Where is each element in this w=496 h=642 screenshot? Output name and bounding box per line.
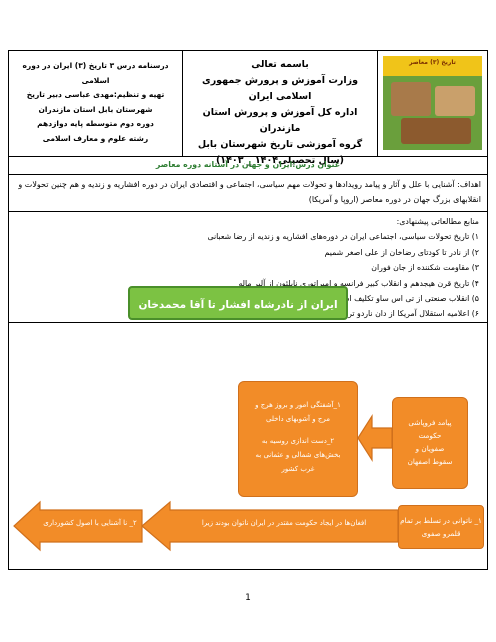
box-line: ۱_آشفتگی امور و بروز هرج و <box>255 401 341 409</box>
box-line: بخش‌های شمالی و عثمانی به <box>255 451 341 459</box>
box-line: پیامد فروپاشی <box>408 418 452 427</box>
header-left-line: رشته علوم و معارف اسلامی <box>42 133 149 143</box>
reference-item: ۴) تاریخ قرن هیجدهم و انقلاب کبیر فرانسه… <box>238 278 479 288</box>
box-line: مرج و آشوبهای داخلی <box>266 415 330 423</box>
reference-item: ۱) تاریخ تحولات سیاسی، اجتماعی ایران در … <box>207 232 480 242</box>
box-line <box>245 426 351 434</box>
header-line: باسمه تعالی <box>251 59 309 70</box>
header-left-line: درسنامه درس ۳ تاریخ (۳) ایران در دوره <box>22 61 169 70</box>
header-left-line: دوره دوم متوسطه پایه دوازدهم <box>37 119 154 128</box>
page-number: 1 <box>245 593 251 603</box>
book-cover-image: تاریخ (۳) معاصر <box>383 56 482 150</box>
box-line: ۲_دست اندازی روسیه به <box>261 437 335 445</box>
arrow-bottom-left <box>13 500 143 552</box>
diagram-right-box: پیامد فروپاشی حکومت صفویان و سقوط اصفهان <box>392 397 468 489</box>
page-frame: تاریخ (۳) معاصر باسمه تعالی وزارت آموزش … <box>8 50 488 570</box>
lesson-title-row: عنوان درس:ایران و جهان در آستانه دوره مع… <box>9 156 487 175</box>
header-center: باسمه تعالی وزارت آموزش و پرورش جمهوری ا… <box>182 51 377 166</box>
header-line: وزارت آموزش و پرورش جمهوری اسلامی ایران <box>201 75 359 102</box>
header-left: درسنامه درس ۳ تاریخ (۳) ایران در دوره اس… <box>9 51 182 156</box>
box-line: ۱_ ناتوانی در تسلط بر تمام <box>400 516 482 525</box>
box-line: حکومت <box>418 431 442 440</box>
book-cover-cell: تاریخ (۳) معاصر <box>377 51 487 156</box>
reference-item: ۳) مقاومت شکننده از جان فوران <box>371 263 479 273</box>
arrow-bottom-center <box>141 500 399 552</box>
diagram-bottom-right-box: ۱_ ناتوانی در تسلط بر تمام قلمرو صفوی <box>398 505 484 549</box>
header-line: (سال تحصیلی۱۴۰۴ _ ۱۴۰۳) <box>215 155 345 166</box>
box-line: صفویان و <box>415 444 445 453</box>
lesson-title: ایران و جهان در آستانه دوره معاصر <box>155 160 293 169</box>
header-line: گروه آموزشی تاریخ شهرستان بابل <box>197 139 363 150</box>
header-left-line: تهیه و تنظیم:مهدی عباسی دبیر تاریخ <box>26 90 165 99</box>
box-line: قلمرو صفوی <box>421 529 461 538</box>
lesson-label: عنوان درس: <box>292 160 341 169</box>
header-row: تاریخ (۳) معاصر باسمه تعالی وزارت آموزش … <box>9 51 487 166</box>
goals-text: اهداف: آشنایی با علل و آثار و پیامد روید… <box>9 174 487 212</box>
header-left-line: اسلامی <box>81 75 110 85</box>
diagram-center-box: ۱_آشفتگی امور و بروز هرج و مرج و آشوبهای… <box>238 381 358 497</box>
arrow-right-to-center <box>357 413 393 463</box>
header-line: اداره کل آموزش و پرورش استان مازندران <box>202 107 358 134</box>
diagram-title: ایران از نادرشاه افشار تا آقا محمدخان قا… <box>128 286 348 345</box>
book-cover-title: تاریخ (۳) معاصر <box>409 59 456 66</box>
box-line: سقوط اصفهان <box>407 457 453 466</box>
references-heading: منابع مطالعاتی پیشنهادی: <box>396 217 479 226</box>
arrow-bottom-center-label: افغان‌ها در ایجاد حکومت مقتدر در ایران ن… <box>201 519 367 527</box>
reference-item: ۵) انقلاب صنعتی از تی اس ساو تکلیف اشتن <box>334 294 479 304</box>
header-left-line: شهرستان بابل استان مازندران <box>38 104 153 114</box>
reference-item: ۶) اعلامیه استقلال آمریکا از دان ناردو ت… <box>271 309 479 319</box>
reference-item: ۲) از نادر تا کودتای رضاخان از علی اصغر … <box>324 247 479 257</box>
references-section: منابع مطالعاتی پیشنهادی: ۱) تاریخ تحولات… <box>9 212 487 323</box>
box-line: غرب کشور <box>281 465 315 473</box>
arrow-bottom-left-label: ۲_ نا آشنایی با اصول کشورداری <box>43 519 137 527</box>
